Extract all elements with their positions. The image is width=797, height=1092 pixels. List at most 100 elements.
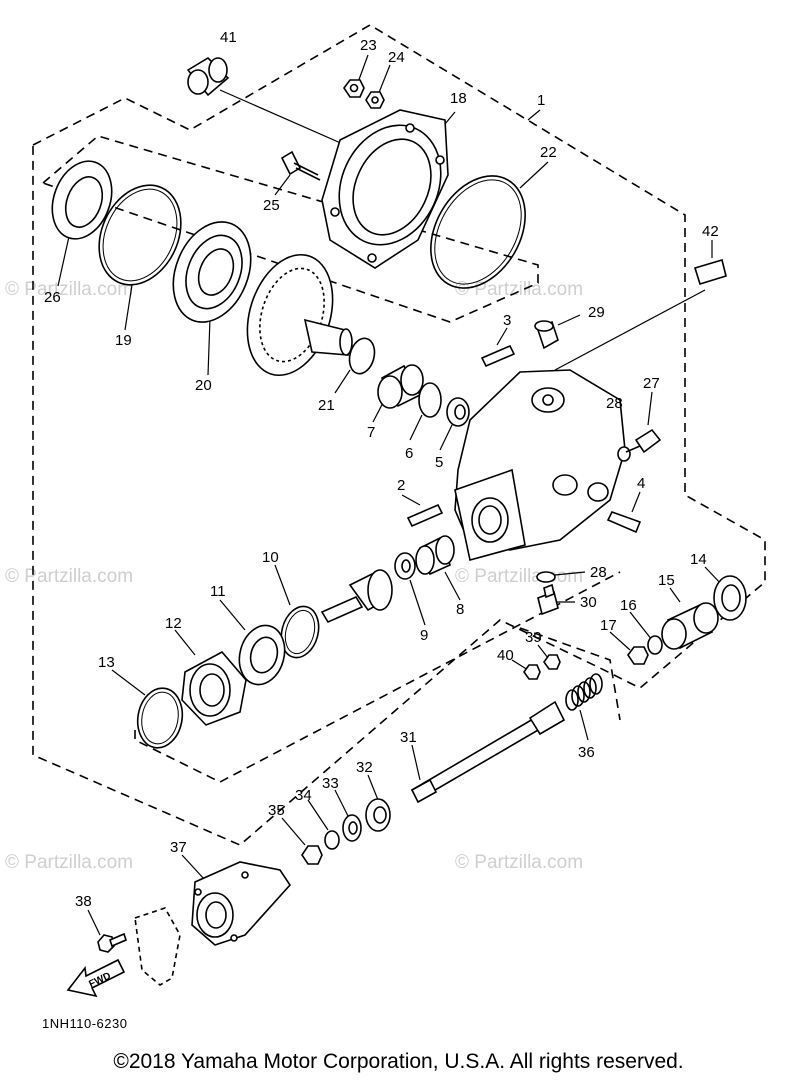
leader-25	[274, 174, 291, 196]
watermark: © Partzilla.com	[5, 566, 133, 587]
callout-35: 35	[268, 802, 285, 819]
part-16-washer	[647, 635, 663, 655]
callout-29: 29	[588, 304, 605, 321]
callout-3: 3	[503, 312, 511, 329]
pinion-group-outline	[134, 571, 621, 783]
part-28-washer-lower	[536, 571, 556, 583]
callout-33: 33	[322, 775, 339, 792]
part-10-o-ring	[280, 605, 320, 659]
part-2-stud	[406, 503, 444, 528]
callout-21: 21	[318, 397, 335, 414]
leader-3	[496, 327, 508, 346]
callout-24: 24	[388, 49, 405, 66]
callout-4: 4	[637, 475, 645, 492]
callout-14: 14	[690, 551, 707, 568]
leader-26	[57, 231, 71, 287]
leader-31	[411, 744, 421, 781]
leader-38	[87, 909, 101, 936]
part-31-drive-shaft	[410, 700, 566, 804]
callout-37: 37	[170, 839, 187, 856]
part-25-bolt	[280, 150, 321, 181]
leader-24	[377, 64, 391, 96]
leader-39	[537, 644, 549, 659]
ring-gear-group-outline	[39, 135, 539, 323]
part-1-final-gear-case	[454, 369, 626, 561]
leader-20	[207, 317, 211, 376]
callout-31: 31	[400, 729, 417, 746]
watermarks: © Partzilla.com © Partzilla.com © Partzi…	[5, 279, 583, 873]
part-4-stud	[606, 511, 642, 534]
callout-34: 34	[295, 787, 312, 804]
callout-5: 5	[435, 454, 443, 471]
leader-5	[439, 424, 453, 451]
gasket-outline	[134, 907, 181, 986]
part-33-washer	[342, 814, 362, 842]
callout-11: 11	[210, 583, 226, 600]
part-26-oil-seal	[51, 160, 113, 240]
leader-13	[111, 669, 146, 696]
part-27-bolt	[625, 428, 662, 454]
assembly-outlines	[32, 24, 766, 846]
part-13-o-ring	[136, 687, 184, 749]
part-36-spring	[565, 673, 603, 711]
part-9-collar	[394, 552, 416, 580]
part-22-o-ring	[430, 175, 526, 289]
leader-19	[124, 284, 133, 331]
part-7-bearing	[377, 364, 424, 409]
callout-28b: 28	[590, 564, 607, 581]
callout-18: 18	[450, 90, 467, 107]
part-19-o-ring	[98, 184, 182, 286]
leader-1	[527, 109, 541, 121]
leader-32	[367, 774, 379, 801]
leader-28b	[554, 571, 586, 576]
callout-32: 32	[356, 759, 373, 776]
part-8-bearing	[415, 535, 455, 576]
callout-19: 19	[115, 332, 132, 349]
part-32-bearing	[365, 798, 391, 832]
fwd-arrow-icon	[66, 958, 126, 998]
callout-28a: 28	[606, 395, 623, 412]
leader-16	[629, 611, 653, 641]
callout-12: 12	[165, 615, 182, 632]
copyright-notice: ©2018 Yamaha Motor Corporation, U.S.A. A…	[113, 1050, 684, 1073]
callout-2: 2	[397, 477, 405, 494]
watermark: © Partzilla.com	[455, 566, 583, 587]
leader-9	[409, 579, 426, 626]
callout-30: 30	[580, 594, 597, 611]
part-15-collar	[661, 602, 719, 650]
part-35-nut	[301, 845, 323, 865]
part-20-bearing	[172, 221, 252, 323]
part-6-washer	[418, 382, 442, 418]
leader-21	[334, 369, 351, 394]
callout-numbers: 1 2 3 4 5 6 7 8 9 10 11 12 13 14 15 16 1…	[44, 29, 719, 910]
callout-42: 42	[702, 223, 719, 240]
part-12-bearing-retainer	[181, 650, 247, 726]
watermark: © Partzilla.com	[5, 279, 133, 300]
callout-8: 8	[456, 601, 464, 618]
part-29-cap	[534, 320, 559, 350]
part-39-nut	[543, 654, 561, 670]
part-30-drain-plug	[537, 583, 559, 616]
leader-36	[579, 709, 589, 741]
callout-15: 15	[658, 572, 675, 589]
callout-13: 13	[98, 654, 115, 671]
callout-26: 26	[44, 289, 61, 306]
watermark: © Partzilla.com	[455, 852, 583, 873]
callout-9: 9	[420, 627, 428, 644]
leader-27	[647, 391, 653, 426]
part-5-bushing	[446, 397, 470, 427]
leader-42-housing	[554, 289, 706, 371]
leader-8	[444, 571, 461, 601]
leader-6	[409, 414, 423, 441]
callout-10: 10	[262, 549, 279, 566]
callout-25: 25	[263, 197, 280, 214]
callout-23: 23	[360, 37, 377, 54]
leader-4	[631, 491, 641, 513]
part-37-joint-housing	[191, 861, 292, 946]
leader-17	[609, 631, 631, 651]
part-24-nut	[365, 91, 385, 109]
watermark: © Partzilla.com	[455, 279, 583, 300]
leader-33	[334, 789, 351, 821]
